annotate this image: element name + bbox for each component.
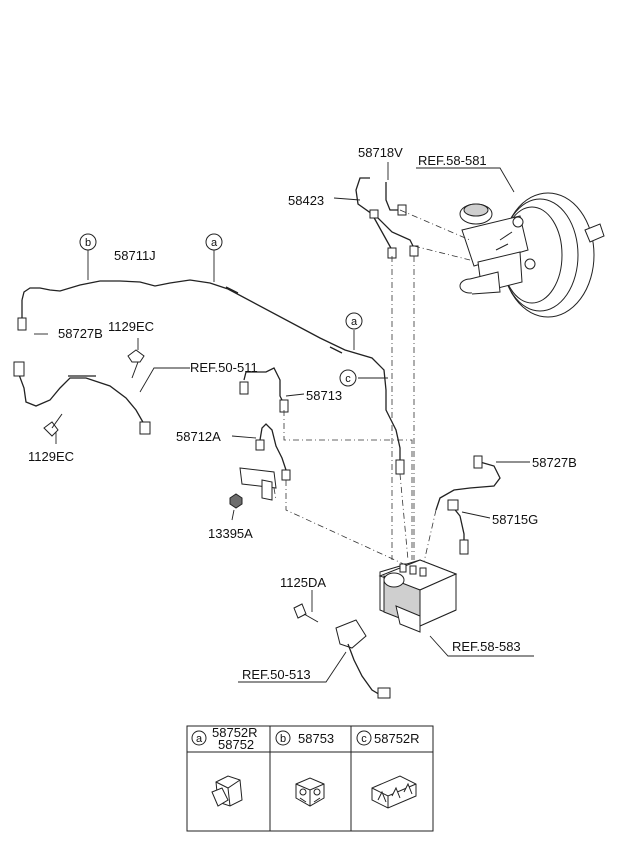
legend-b-part: 58753 [298, 731, 334, 746]
callout-b-top: b [79, 233, 97, 251]
brake-pipes [13, 177, 501, 699]
svg-text:b: b [280, 733, 286, 745]
label-58423: 58423 [288, 193, 324, 208]
label-1129EC-top: 1129EC [108, 319, 154, 334]
svg-text:a: a [196, 733, 203, 745]
label-1129EC-bottom: 1129EC [28, 449, 74, 464]
label-ref-58-583: REF.58-583 [452, 639, 521, 654]
svg-text:a: a [211, 237, 218, 249]
label-58715G: 58715G [492, 512, 538, 527]
label-1125DA: 1125DA [280, 575, 326, 590]
legend-c-part: 58752R [374, 731, 420, 746]
clip-c-drawing [371, 775, 417, 809]
legend-cell-a: a 58752R 58752 [191, 725, 258, 752]
abs-hydraulic-unit [378, 559, 458, 633]
label-ref-58-581: REF.58-581 [418, 153, 487, 168]
label-58711J: 58711J [114, 248, 156, 263]
callout-a-top: a [205, 233, 223, 251]
svg-text:c: c [345, 373, 351, 385]
legend-cell-c: c 58752R [356, 730, 420, 746]
label-58718V: 58718V [358, 145, 403, 160]
legend-a-part-2: 58752 [218, 737, 254, 752]
dashed-connection-lines [273, 209, 471, 567]
label-58713: 58713 [306, 388, 342, 403]
svg-text:a: a [351, 316, 358, 328]
label-ref-50-511: REF.50-511 [190, 360, 258, 375]
label-58712A: 58712A [176, 429, 221, 444]
callout-c-middle: c [339, 369, 357, 387]
clip-b-drawing [295, 777, 325, 807]
legend-cell-b: b 58753 [275, 730, 334, 746]
svg-text:b: b [85, 237, 91, 249]
brake-booster-assembly [459, 192, 605, 318]
label-58727B-right: 58727B [532, 455, 577, 470]
label-ref-50-513: REF.50-513 [242, 667, 311, 682]
clip-a-drawing [211, 775, 243, 807]
legend-table: a 58752R 58752 b 58753 c 58752R [186, 725, 434, 832]
callout-a-middle: a [345, 312, 363, 330]
label-13395A: 13395A [208, 526, 253, 541]
legend-a-part-1: 58752R [212, 725, 258, 740]
leader-lines [34, 162, 534, 683]
svg-text:c: c [361, 733, 367, 745]
label-58727B-left: 58727B [58, 326, 103, 341]
